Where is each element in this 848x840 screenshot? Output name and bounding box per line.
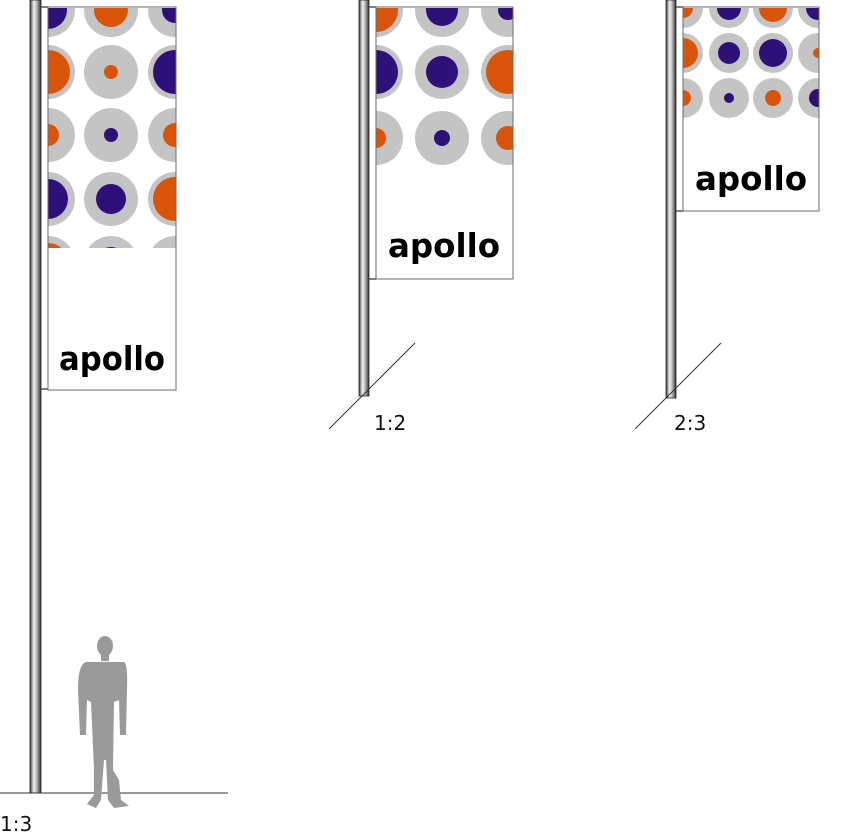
flag-2-3: apollo 2:3 xyxy=(634,0,820,435)
dot-pattern xyxy=(376,8,513,165)
ratio-label: 1:2 xyxy=(374,411,406,435)
ground-perspective-line xyxy=(634,342,722,430)
flagpole xyxy=(29,0,42,794)
dot-pattern xyxy=(683,8,819,118)
flag-1-3: apollo 1:3 xyxy=(0,0,228,836)
person-silhouette-icon xyxy=(78,636,129,808)
ratio-label: 2:3 xyxy=(674,411,706,435)
flagpole xyxy=(665,0,677,399)
ratio-label: 1:3 xyxy=(0,812,32,836)
apollo-logo: apollo xyxy=(388,226,500,265)
ground-perspective-line xyxy=(328,342,416,430)
apollo-logo: apollo xyxy=(695,159,807,198)
flag-1-2: apollo 1:2 xyxy=(328,0,514,435)
flagpole xyxy=(358,0,370,397)
apollo-logo: apollo xyxy=(59,339,165,378)
dot-pattern xyxy=(48,8,176,248)
